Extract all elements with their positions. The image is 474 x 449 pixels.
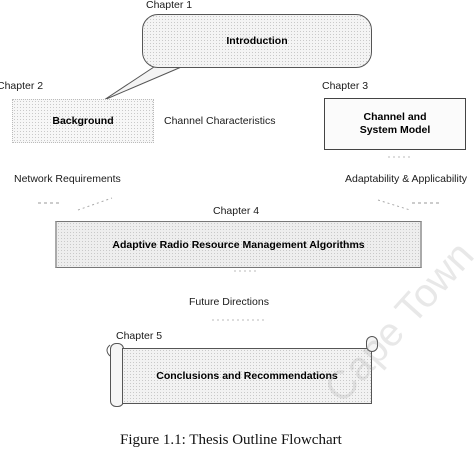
- chapter-3-label: Chapter 3: [322, 80, 369, 92]
- arrm-label: Adaptive Radio Resource Management Algor…: [112, 238, 365, 251]
- chapter-2-label: Chapter 2: [0, 80, 44, 92]
- scroll-curl: [106, 344, 111, 357]
- arrm-box: Adaptive Radio Resource Management Algor…: [55, 221, 422, 268]
- channel-characteristics-label: Channel Characteristics: [164, 115, 276, 127]
- adaptability-label: Adaptability & Applicability: [345, 173, 467, 185]
- background-box: Background: [12, 99, 154, 143]
- chapter-4-label: Chapter 4: [213, 205, 260, 217]
- channel-system-model-box: Channel and System Model: [324, 98, 466, 150]
- channel-model-line2: System Model: [359, 124, 431, 136]
- chapter-1-label: Chapter 1: [146, 0, 193, 11]
- intro-callout-pointer: [103, 62, 187, 101]
- channel-model-line1: Channel and: [363, 111, 427, 123]
- dash-left-diag: [77, 197, 113, 211]
- scroll-roll-right: [366, 336, 378, 352]
- network-requirements-label: Network Requirements: [14, 173, 121, 185]
- figure-caption: Figure 1.1: Thesis Outline Flowchart: [120, 432, 342, 448]
- conclusions-label: Conclusions and Recommendations: [156, 370, 338, 382]
- future-directions-label: Future Directions: [189, 296, 269, 308]
- chapter-5-label: Chapter 5: [116, 330, 163, 342]
- dash-right-diag: [377, 199, 411, 211]
- introduction-label: Introduction: [226, 35, 288, 47]
- introduction-box: Introduction: [142, 14, 372, 68]
- conclusions-box: Conclusions and Recommendations: [122, 348, 372, 404]
- background-label: Background: [52, 115, 114, 127]
